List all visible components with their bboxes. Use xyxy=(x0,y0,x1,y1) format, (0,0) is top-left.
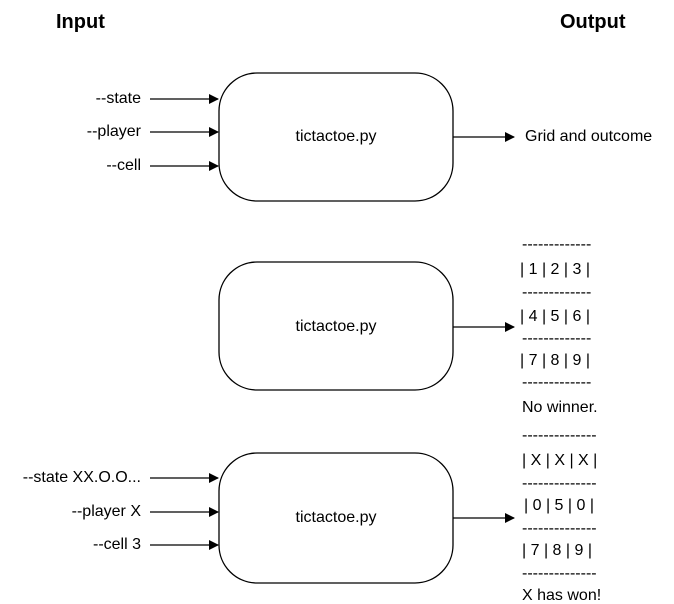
grid-border: -------------- xyxy=(522,565,597,582)
grid-row: | 7 | 8 | 9 | xyxy=(520,352,590,369)
output-label-1: Grid and outcome xyxy=(525,128,653,145)
grid-border: ------------- xyxy=(522,374,592,391)
grid-border: ------------- xyxy=(522,284,592,301)
grid-row: | 7 | 8 | 9 | xyxy=(522,542,592,559)
grid-border: ------------- xyxy=(522,330,592,347)
grid-row: | 4 | 5 | 6 | xyxy=(520,308,590,325)
input-label-state-value: --state XX.O.O... xyxy=(22,469,141,486)
script-name-3: tictactoe.py xyxy=(295,509,377,526)
outcome-text: No winner. xyxy=(522,399,598,416)
input-label-cell: --cell xyxy=(106,157,141,174)
grid-row: | 0 | 5 | 0 | xyxy=(524,497,594,514)
script-box-2 xyxy=(218,261,454,391)
input-label-cell-value: --cell 3 xyxy=(92,536,141,553)
input-label-player: --player xyxy=(86,123,141,140)
output-header: Output xyxy=(560,11,626,33)
grid-row: | 1 | 2 | 3 | xyxy=(520,261,590,278)
grid-border: -------------- xyxy=(522,520,597,537)
script-name-2: tictactoe.py xyxy=(295,318,377,335)
grid-row: | X | X | X | xyxy=(522,452,598,469)
input-header: Input xyxy=(56,11,105,33)
grid-border: -------------- xyxy=(522,475,597,492)
outcome-text: X has won! xyxy=(522,587,602,604)
grid-border: ------------- xyxy=(522,236,592,253)
script-name-1: tictactoe.py xyxy=(295,128,377,145)
input-label-player-value: --player X xyxy=(71,503,141,520)
grid-border: -------------- xyxy=(522,427,597,444)
input-label-state: --state xyxy=(95,90,141,107)
